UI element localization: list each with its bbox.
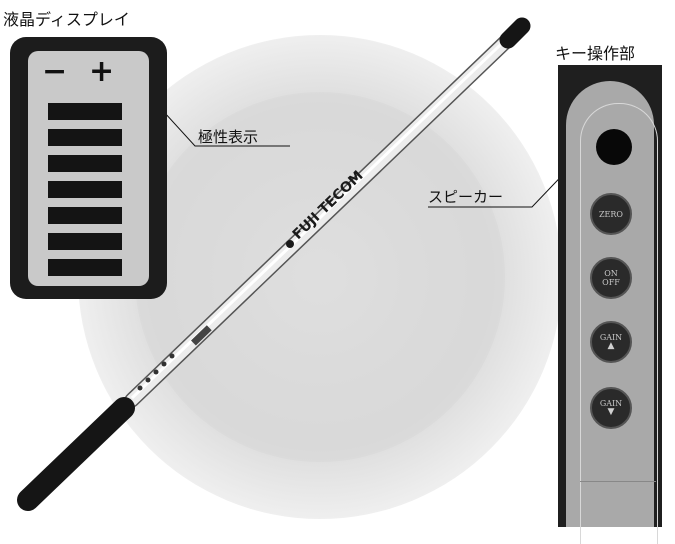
lcd-level-segment (48, 155, 122, 172)
on-off-button-label-1: ON (604, 269, 618, 278)
up-arrow-icon: ▲ (607, 341, 615, 351)
on-off-button-label-2: OFF (602, 278, 620, 287)
background-halo (78, 35, 562, 519)
key-operation-title: キー操作部 (555, 44, 636, 63)
down-arrow-icon: ▼ (607, 407, 615, 417)
plus-polarity-icon: + (89, 54, 115, 89)
lcd-level-segment (48, 103, 122, 120)
lcd-display-module: − + (10, 37, 167, 299)
rod-mark (169, 353, 175, 359)
key-panel: ZERO ON OFF GAIN ▲ GAIN ▼ (558, 65, 662, 544)
rod-mark (153, 369, 159, 375)
on-off-button[interactable]: ON OFF (590, 257, 632, 299)
rod-mark (145, 377, 151, 383)
rod-window (191, 325, 212, 346)
lcd-level-segment (48, 129, 122, 146)
polarity-display-label: 極性表示 (198, 128, 259, 146)
brand-logo-icon (286, 240, 294, 248)
rod-mark (161, 361, 167, 367)
rod-mark (137, 385, 143, 391)
lcd-display-title: 液晶ディスプレイ (3, 10, 130, 29)
lcd-level-segment (48, 207, 122, 224)
gain-up-button[interactable]: GAIN ▲ (590, 321, 632, 363)
zero-button[interactable]: ZERO (590, 193, 632, 235)
halo-inner-circle (135, 92, 505, 462)
zero-button-label: ZERO (599, 209, 623, 219)
lcd-level-segment (48, 181, 122, 198)
rod-top-cap (499, 17, 531, 49)
speaker-label: スピーカー (428, 188, 504, 206)
gain-up-button-label: GAIN (599, 333, 623, 342)
key-panel-face: ZERO ON OFF GAIN ▲ GAIN ▼ (566, 81, 658, 544)
rod-grip (17, 397, 135, 511)
panel-inner-border (580, 103, 658, 544)
panel-bottom-band (580, 481, 656, 544)
halo-circle (78, 35, 562, 519)
gain-down-button-label: GAIN (599, 399, 623, 408)
speaker-grille-icon (596, 129, 632, 165)
minus-polarity-icon: − (42, 54, 68, 89)
lcd-level-segment (48, 233, 122, 250)
lcd-screen: − + (28, 51, 149, 286)
lcd-level-segment (48, 259, 122, 276)
gain-down-button[interactable]: GAIN ▼ (590, 387, 632, 429)
probe-rod: FUJI TECOM (17, 17, 531, 511)
